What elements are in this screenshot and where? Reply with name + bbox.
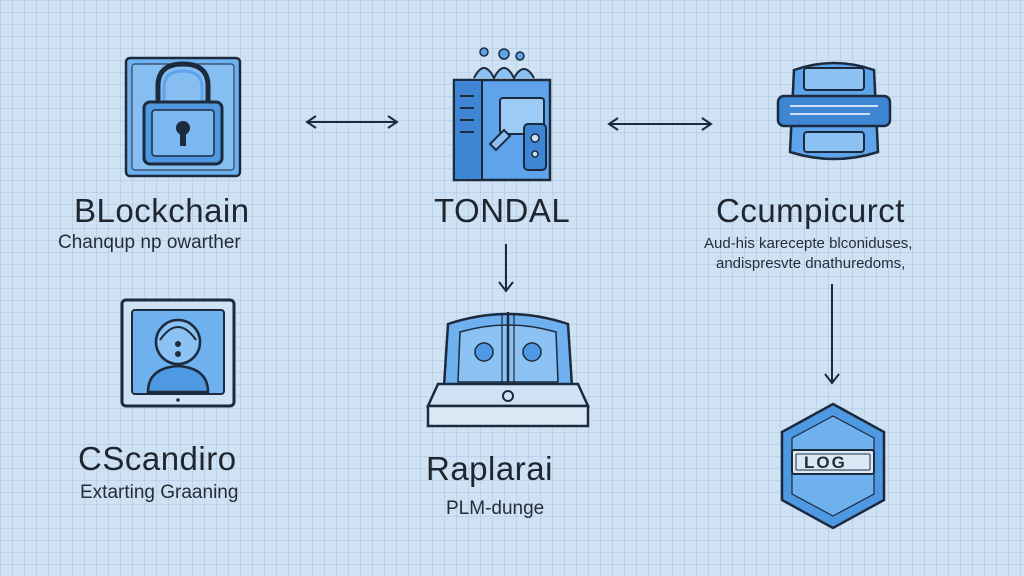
log-label: LOG [804,453,847,472]
user-profile-icon [118,296,238,410]
shield-badge-icon [772,400,894,532]
ccumpicurct-desc-line1: Aud-his karecepte blconiduses, [704,235,913,252]
bidirectional-arrow-right [606,116,714,132]
tondal-title: TONDAL [434,192,571,229]
cscandiro-title: CScandiro [78,440,237,477]
down-arrow-right [822,282,842,386]
blockchain-subtitle: Chanqup np owarther [58,232,241,253]
raplarai-title: Raplarai [426,450,553,487]
scroll-card-icon [774,56,894,168]
building-machine-icon [446,44,556,184]
ccumpicurct-title: Ccumpicurct [716,192,905,229]
padlock-icon [120,52,246,180]
blockchain-title: BLockchain [74,192,250,229]
cscandiro-subtitle: Extarting Graaning [80,482,239,503]
server-device-icon [424,302,592,434]
down-arrow-center [496,242,516,294]
ccumpicurct-desc-line2: andispresvte dnathuredoms, [716,255,906,272]
bidirectional-arrow-left [304,114,400,130]
raplarai-subtitle: PLM-dunge [446,498,545,519]
